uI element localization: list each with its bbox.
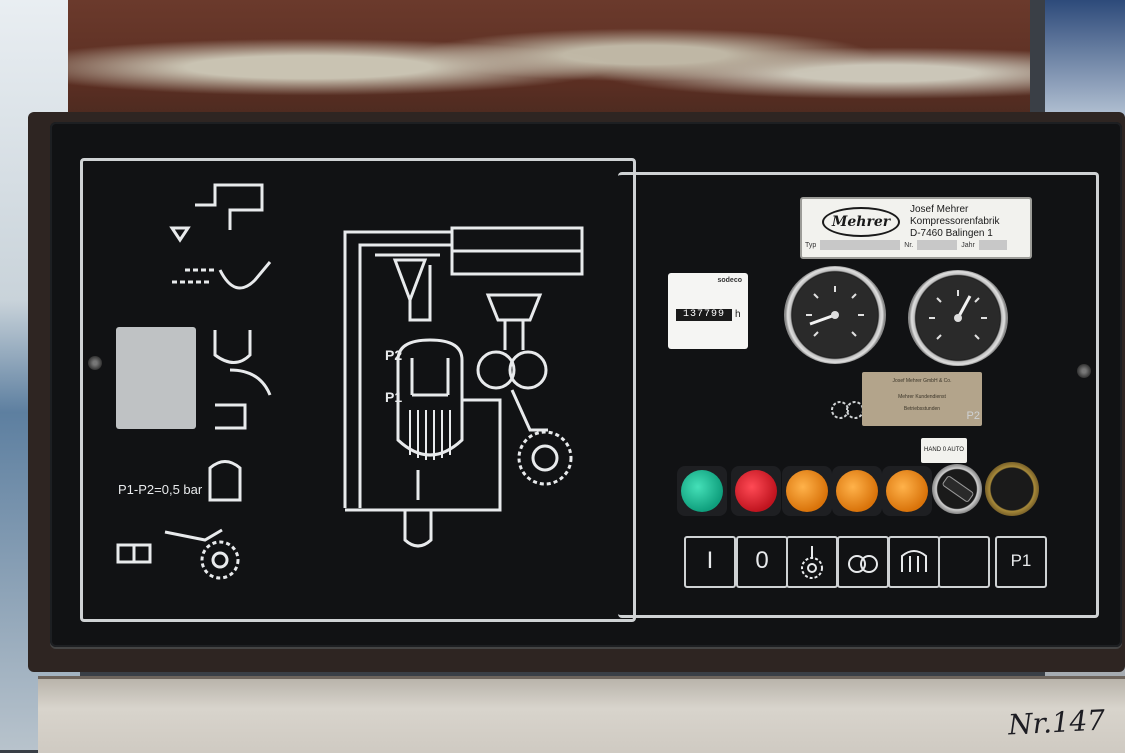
- green-indicator-lamp[interactable]: [677, 466, 727, 516]
- p1-push-button[interactable]: [985, 462, 1039, 516]
- field-year-value: [978, 240, 1007, 250]
- nameplate-fields: Typ Nr. Jahr: [805, 239, 1027, 251]
- amber-indicator-lamp-2[interactable]: [832, 466, 882, 516]
- legend-filter-icon: [888, 536, 940, 588]
- green-lamp-lens: [681, 470, 723, 512]
- pressure-gauge-right: [908, 270, 1008, 366]
- amber-lamp-lens: [836, 470, 878, 512]
- gauge-face-left: [806, 286, 864, 337]
- legend-on: I: [684, 536, 736, 588]
- nameplate-line-2: Kompressorenfabrik: [910, 216, 1000, 227]
- pressure-note: P1-P2=0,5 bar: [118, 482, 203, 497]
- legend-off: 0: [736, 536, 788, 588]
- amber-indicator-lamp-1[interactable]: [782, 466, 832, 516]
- amber-lamp-lens: [886, 470, 928, 512]
- selector-lever[interactable]: [941, 474, 975, 504]
- diagram-label-p2: P2: [385, 347, 402, 363]
- amber-lamp-lens: [786, 470, 828, 512]
- controls-section: [618, 172, 1099, 618]
- field-no-value: [917, 240, 958, 250]
- gauge-face-right: [929, 290, 987, 340]
- red-lamp-lens: [735, 470, 777, 512]
- counter-unit: h: [735, 309, 741, 320]
- legend-drive-icon: [786, 536, 838, 588]
- field-year-label: Jahr: [961, 241, 975, 249]
- counter-reading: 137799: [676, 309, 732, 321]
- mode-selector-switch[interactable]: [932, 464, 982, 514]
- legend-pump-icon: [837, 536, 889, 588]
- plaque-label-p2: P2: [966, 410, 980, 422]
- service-plaque: Josef Mehrer GmbH & Co. Mehrer Kundendie…: [862, 372, 982, 426]
- plaque-line-3: Betriebsstunden: [903, 406, 941, 412]
- field-no-label: Nr.: [904, 241, 914, 249]
- nameplate-line-3: D-7460 Balingen 1: [910, 228, 993, 239]
- lower-housing-plate: [38, 676, 1125, 753]
- legend-blank: [938, 536, 990, 588]
- plaque-line-2: Mehrer Kundendienst: [898, 394, 946, 400]
- rusted-housing: [68, 0, 1030, 126]
- mehrer-logo: Mehrer: [822, 207, 900, 237]
- mode-switch-label: HAND 0 AUTO: [921, 438, 967, 463]
- field-type-label: Typ: [805, 241, 817, 249]
- plaque-line-1: Josef Mehrer GmbH & Co.: [892, 378, 952, 384]
- field-type-value: [820, 240, 901, 250]
- filter-icon: [901, 550, 927, 572]
- nameplate-line-1: Josef Mehrer: [910, 204, 969, 215]
- blank-label-card: [116, 327, 196, 429]
- pump-icon: [848, 555, 878, 573]
- hour-counter: sodeco 137799 h: [668, 273, 748, 349]
- diagram-label-p1: P1: [385, 389, 402, 405]
- screw-icon: [1077, 364, 1091, 378]
- screw-icon: [88, 356, 102, 370]
- drive-icon: [801, 546, 823, 579]
- pressure-gauge-left: [784, 266, 886, 364]
- manufacturer-nameplate: Mehrer Josef Mehrer Kompressorenfabrik D…: [800, 197, 1032, 259]
- legend-p1: P1: [995, 536, 1047, 588]
- red-indicator-lamp[interactable]: [731, 466, 781, 516]
- counter-brand: sodeco: [717, 277, 742, 284]
- diagram-section: [80, 158, 636, 622]
- amber-indicator-lamp-3[interactable]: [882, 466, 932, 516]
